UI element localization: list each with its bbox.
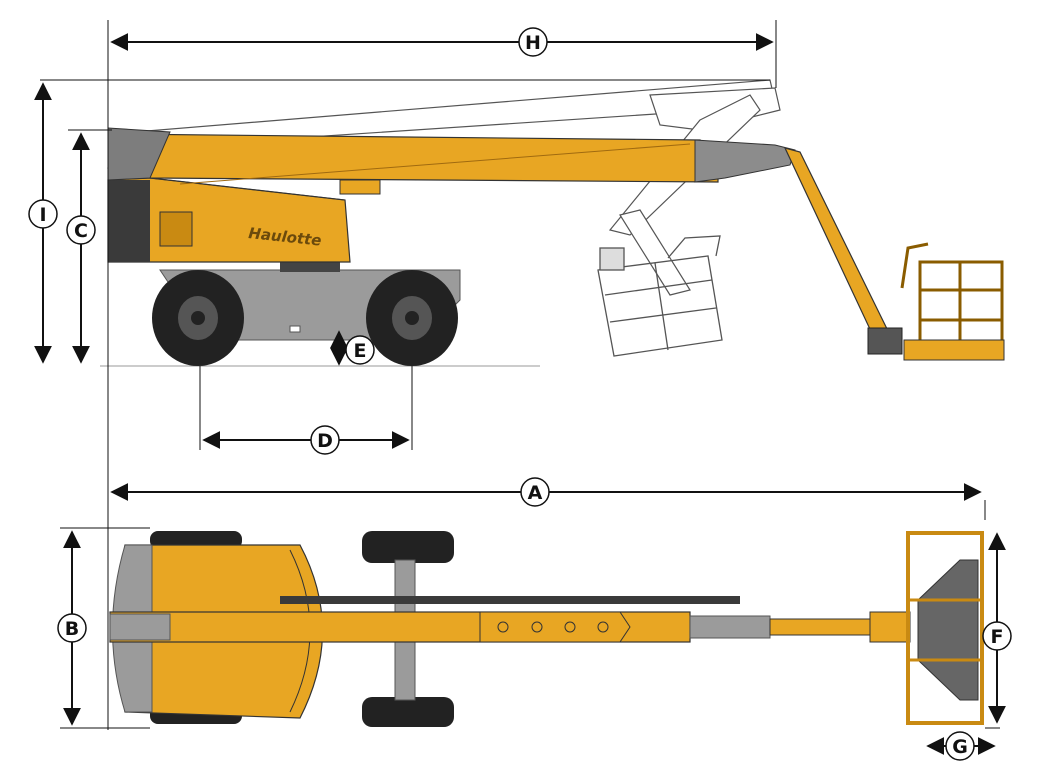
control-box <box>159 211 193 247</box>
svg-text:I: I <box>39 204 46 226</box>
top-view <box>109 531 984 727</box>
counterweight <box>108 180 150 262</box>
side-view: Haulotte <box>100 79 1005 367</box>
svg-text:A: A <box>528 482 543 504</box>
svg-text:C: C <box>74 220 88 242</box>
svg-text:D: D <box>317 430 333 452</box>
wheel-top-front-left <box>362 531 454 563</box>
svg-text:E: E <box>354 340 367 362</box>
basket-raised-outline <box>597 235 723 357</box>
dim-label-F: F <box>982 621 1012 651</box>
dimension-labels: H I C E D A B F <box>28 27 1012 761</box>
dim-label-C: C <box>66 215 96 245</box>
dim-label-B: B <box>57 613 87 643</box>
dim-label-D: D <box>310 425 340 455</box>
dim-label-E: E <box>345 335 375 365</box>
main-boom <box>107 133 719 183</box>
dim-label-I: I <box>28 199 58 229</box>
dim-label-G: G <box>945 731 975 761</box>
svg-text:G: G <box>952 736 968 758</box>
svg-text:F: F <box>991 626 1004 648</box>
wheel-rear <box>152 270 244 366</box>
wheel-front <box>366 270 458 366</box>
dim-label-H: H <box>518 27 548 57</box>
basket-top <box>906 531 984 725</box>
wheel-top-front-right <box>362 697 454 727</box>
dim-label-A: A <box>520 477 550 507</box>
svg-text:H: H <box>525 32 541 54</box>
svg-text:B: B <box>65 618 79 640</box>
boom-head <box>694 139 796 183</box>
jib-arm <box>783 147 891 343</box>
